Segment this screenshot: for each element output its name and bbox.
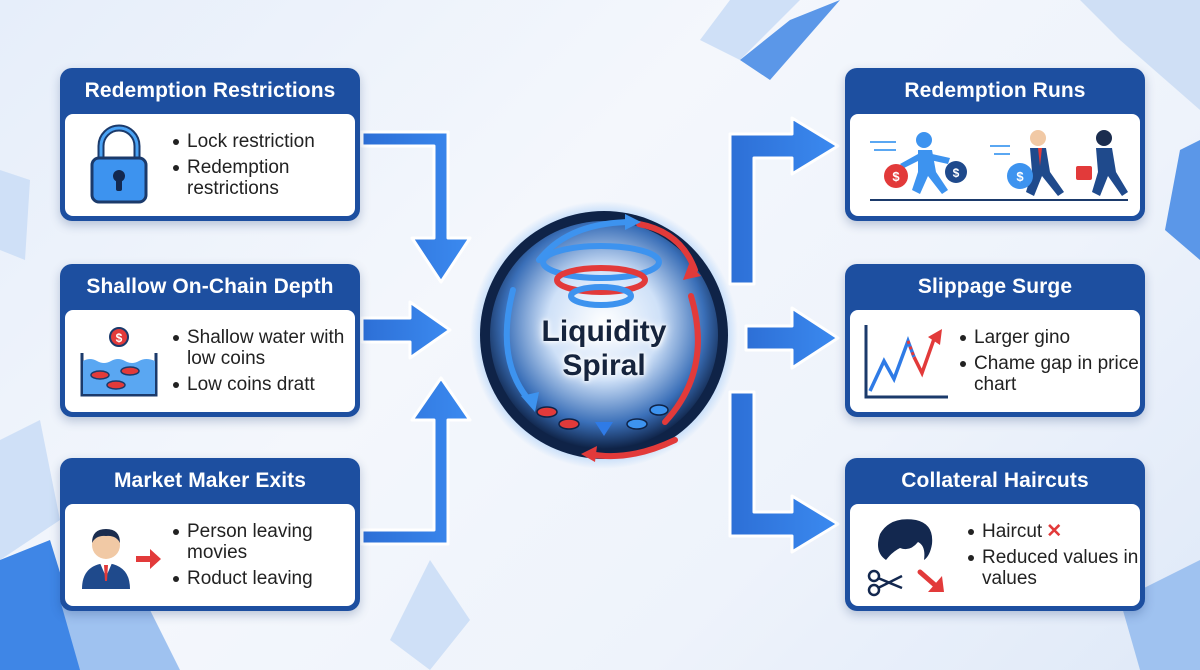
card-title: Slippage Surge	[917, 275, 1073, 298]
svg-text:$: $	[953, 166, 960, 180]
card-body: Haircut✕ Reduced values in values	[850, 504, 1140, 606]
bullet-list: Larger gino Chame gap in price chart	[960, 322, 1140, 400]
card-body: Person leaving movies Roduct leaving	[65, 504, 355, 606]
haircut-scissors-icon	[850, 512, 968, 598]
bullet-list: Person leaving movies Roduct leaving	[173, 516, 355, 594]
card-body: $ Shallow water with low coins Low coins…	[65, 310, 355, 412]
spiral-label: Liquidity Spiral	[469, 315, 739, 383]
bullet-list: Shallow water with low coins Low coins d…	[173, 322, 355, 400]
spiral-label-line2: Spiral	[562, 349, 646, 382]
bullet-item: Person leaving movies	[173, 521, 355, 563]
bullet-item: Lock restriction	[173, 131, 355, 152]
card-shallow-depth: Shallow On-Chain Depth $ Shallow water w…	[60, 264, 360, 417]
bullet-text: Haircut	[982, 521, 1043, 542]
arrow-spiral-to-haircuts	[728, 390, 840, 554]
price-gap-chart-icon	[850, 321, 960, 401]
card-market-maker-exits: Market Maker Exits Person leaving movies…	[60, 458, 360, 611]
card-slippage-surge: Slippage Surge Larger gino Chame gap in …	[845, 264, 1145, 417]
arrow-depth-to-spiral	[360, 300, 452, 360]
spiral-vortex-icon	[470, 201, 738, 469]
card-redemption-runs: Redemption Runs $ $ $	[845, 68, 1145, 221]
card-body: Lock restriction Redemption restrictions	[65, 114, 355, 216]
card-redemption-restrictions: Redemption Restrictions Lock restriction…	[60, 68, 360, 221]
running-people-money-bags-icon: $ $ $	[860, 120, 1130, 210]
bullet-item: Low coins dratt	[173, 374, 355, 395]
card-title: Collateral Haircuts	[901, 469, 1089, 492]
card-title: Redemption Restrictions	[84, 79, 336, 102]
svg-text:$: $	[892, 169, 900, 184]
card-body: $ $ $	[850, 114, 1140, 216]
card-title: Redemption Runs	[904, 79, 1086, 102]
svg-text:$: $	[1016, 169, 1024, 184]
card-title: Market Maker Exits	[113, 469, 307, 492]
card-body: Larger gino Chame gap in price chart	[850, 310, 1140, 412]
bullet-item: Larger gino	[960, 327, 1140, 348]
arrow-spiral-to-runs	[728, 116, 840, 286]
arrow-exits-to-spiral	[360, 376, 472, 546]
spiral-label-line1: Liquidity	[541, 315, 667, 348]
bullet-item: Shallow water with low coins	[173, 327, 355, 369]
bullet-list: Lock restriction Redemption restrictions	[173, 126, 355, 204]
svg-text:$: $	[116, 331, 123, 345]
bullet-item: Chame gap in price chart	[960, 353, 1140, 395]
bullet-list: Haircut✕ Reduced values in values	[968, 516, 1140, 594]
liquidity-spiral: Liquidity Spiral	[469, 200, 739, 470]
bullet-item: Reduced values in values	[968, 547, 1140, 589]
arrow-restrictions-to-spiral	[360, 130, 472, 284]
bullet-item: Haircut✕	[968, 521, 1140, 542]
x-mark-icon: ✕	[1046, 521, 1063, 542]
shallow-water-coins-icon: $	[65, 325, 173, 397]
card-title: Shallow On-Chain Depth	[86, 275, 334, 298]
person-leaving-icon	[65, 519, 173, 591]
padlock-icon	[65, 124, 173, 206]
bullet-item: Redemption restrictions	[173, 157, 355, 199]
card-collateral-haircuts: Collateral Haircuts Haircut✕ Reduced val…	[845, 458, 1145, 611]
arrow-spiral-to-slippage	[744, 306, 840, 370]
bullet-item: Roduct leaving	[173, 568, 355, 589]
